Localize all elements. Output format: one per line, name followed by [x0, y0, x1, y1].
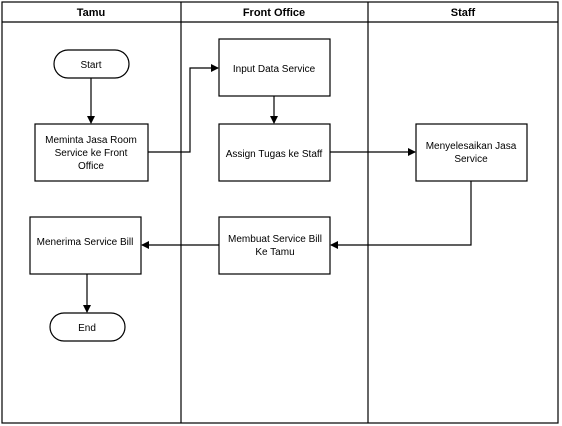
arrow-menyelesaikan-to-membuat — [330, 181, 472, 249]
menyelesaikan-label-line-1: Menyelesaikan Jasa — [426, 141, 517, 152]
menyelesaikan-node — [415, 123, 528, 182]
start-label: Start — [80, 60, 101, 71]
meminta-jasa-label-line-3: Office — [78, 161, 104, 172]
input-data-node — [218, 38, 331, 97]
assign-tugas-label: Assign Tugas ke Staff — [226, 149, 323, 160]
assign-tugas-node — [218, 123, 331, 182]
menerima-bill-label: Menerima Service Bill — [37, 237, 134, 248]
menerima-bill-node — [29, 216, 142, 275]
membuat-bill-label-line-1: Membuat Service Bill — [228, 234, 322, 245]
meminta-jasa-label-line-1: Meminta Jasa Room — [45, 135, 137, 146]
meminta-jasa-node — [34, 123, 149, 182]
membuat-bill-label-line-2: Ke Tamu — [255, 247, 294, 258]
end-label: End — [78, 323, 96, 334]
lane-title-front-office: Front Office — [243, 7, 305, 19]
arrow-meminta-to-input — [148, 64, 219, 153]
end-node — [49, 312, 126, 342]
input-data-label: Input Data Service — [233, 64, 316, 75]
lane-title-staff: Staff — [451, 7, 476, 19]
membuat-bill-node — [218, 216, 331, 275]
menyelesaikan-label-line-2: Service — [454, 154, 488, 165]
meminta-jasa-label-line-2: Service ke Front — [55, 148, 128, 159]
lane-title-tamu: Tamu — [77, 7, 106, 19]
